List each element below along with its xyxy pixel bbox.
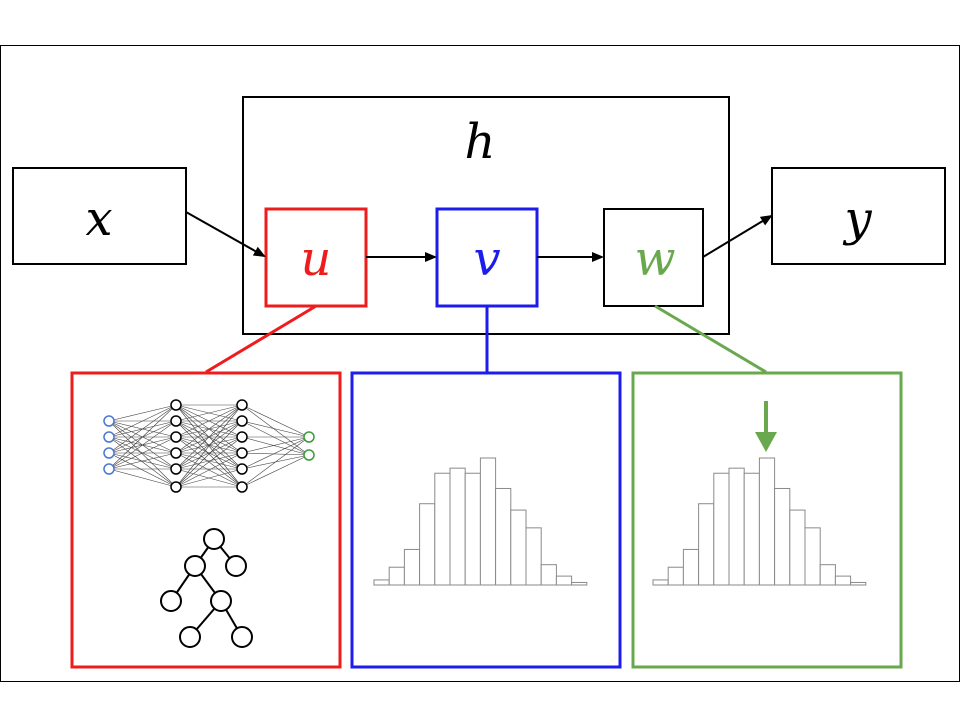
nn-edge <box>175 404 243 470</box>
histogram-bar <box>652 579 669 586</box>
y-label: y <box>842 191 872 247</box>
histogram-bar <box>479 457 497 586</box>
nn-edge <box>108 420 177 488</box>
nn-edge <box>108 420 177 470</box>
nn-edge <box>108 404 177 438</box>
nn-hidden-node <box>170 415 182 427</box>
nn-edge <box>175 404 243 422</box>
nn-edge <box>108 404 177 422</box>
histogram-bar <box>758 457 776 586</box>
histogram-bar <box>850 581 867 586</box>
h-label: h <box>465 114 496 170</box>
histogram-bar <box>555 575 573 586</box>
nn-hidden-node <box>170 431 182 443</box>
nn-edge <box>175 404 243 438</box>
nn-edge <box>175 420 243 470</box>
histogram-bar <box>743 472 760 586</box>
arrow-w-to-y <box>702 214 773 258</box>
v-box <box>435 207 539 308</box>
histogram-bar <box>403 548 421 586</box>
nn-edge <box>175 420 243 488</box>
histogram-bar <box>571 581 588 586</box>
nn-edge <box>175 452 243 488</box>
nn-edge <box>175 404 243 454</box>
nn-edge <box>241 404 310 438</box>
histogram-bar <box>804 527 821 586</box>
histogram-bar <box>698 503 715 586</box>
nn-edge <box>108 404 177 454</box>
w-label: w <box>634 231 675 287</box>
nn-hidden-node <box>236 481 248 493</box>
nn-edge <box>241 404 310 456</box>
down-arrow-icon <box>755 401 777 452</box>
nn-edge <box>175 404 243 488</box>
histogram-bar <box>667 566 684 586</box>
nn-hidden-node <box>170 463 182 475</box>
histogram-bar <box>388 566 405 586</box>
nn-edge <box>108 404 177 470</box>
histogram-bar <box>819 564 836 586</box>
nn-input-node <box>103 431 115 443</box>
nn-edge <box>241 420 310 456</box>
nn-edge <box>241 454 310 488</box>
histogram-bar <box>449 467 466 586</box>
histogram-bar <box>728 467 745 586</box>
histogram-bar <box>713 472 730 586</box>
histogram-icon <box>652 457 867 586</box>
histogram-bar <box>464 472 481 586</box>
nn-edge <box>241 420 310 438</box>
nn-edge <box>108 468 177 488</box>
nn-edge <box>241 452 310 456</box>
nn-output-node <box>303 449 315 461</box>
nn-edge <box>241 436 310 470</box>
nn-input-node <box>103 415 115 427</box>
nn-edge <box>175 468 243 488</box>
nn-output-node <box>303 431 315 443</box>
nn-edge <box>175 436 243 470</box>
nn-hidden-node <box>236 447 248 459</box>
w-panel-connector <box>654 304 767 374</box>
histogram-bar <box>682 548 700 586</box>
nn-edge <box>175 452 243 470</box>
nn-edge <box>241 436 310 456</box>
nn-hidden-node <box>170 481 182 493</box>
nn-hidden-node <box>236 415 248 427</box>
tree-graph-icon <box>160 528 253 648</box>
nn-edge <box>241 436 310 454</box>
nn-edge <box>175 436 243 488</box>
x-box <box>12 167 187 265</box>
nn-input-node <box>103 447 115 459</box>
histogram-bar <box>434 472 451 586</box>
nn-hidden-node <box>236 431 248 443</box>
histogram-bar <box>774 487 791 586</box>
histogram-bar <box>373 579 390 586</box>
histogram-bar <box>834 575 852 586</box>
nn-hidden-node <box>236 463 248 475</box>
nn-hidden-node <box>236 399 248 411</box>
u-box <box>264 207 368 308</box>
arrow-x-to-u <box>185 211 266 257</box>
v-label: v <box>473 231 500 287</box>
u-label: u <box>301 231 332 287</box>
histogram-icon <box>373 457 588 586</box>
nn-edge <box>108 436 177 470</box>
nn-edge <box>108 452 177 470</box>
histogram-bar <box>540 564 557 586</box>
nn-hidden-node <box>170 447 182 459</box>
nn-edge <box>241 436 310 488</box>
histogram-bar <box>495 487 512 586</box>
nn-hidden-node <box>170 399 182 411</box>
histogram-bar <box>789 509 806 586</box>
nn-input-node <box>103 463 115 475</box>
u-panel-connector <box>205 304 317 374</box>
x-label: x <box>85 191 112 247</box>
histogram-bar <box>525 527 542 586</box>
neural-network-icon <box>103 399 315 493</box>
histogram-bar <box>419 503 436 586</box>
w-box <box>603 208 704 307</box>
histogram-bar <box>510 509 527 586</box>
